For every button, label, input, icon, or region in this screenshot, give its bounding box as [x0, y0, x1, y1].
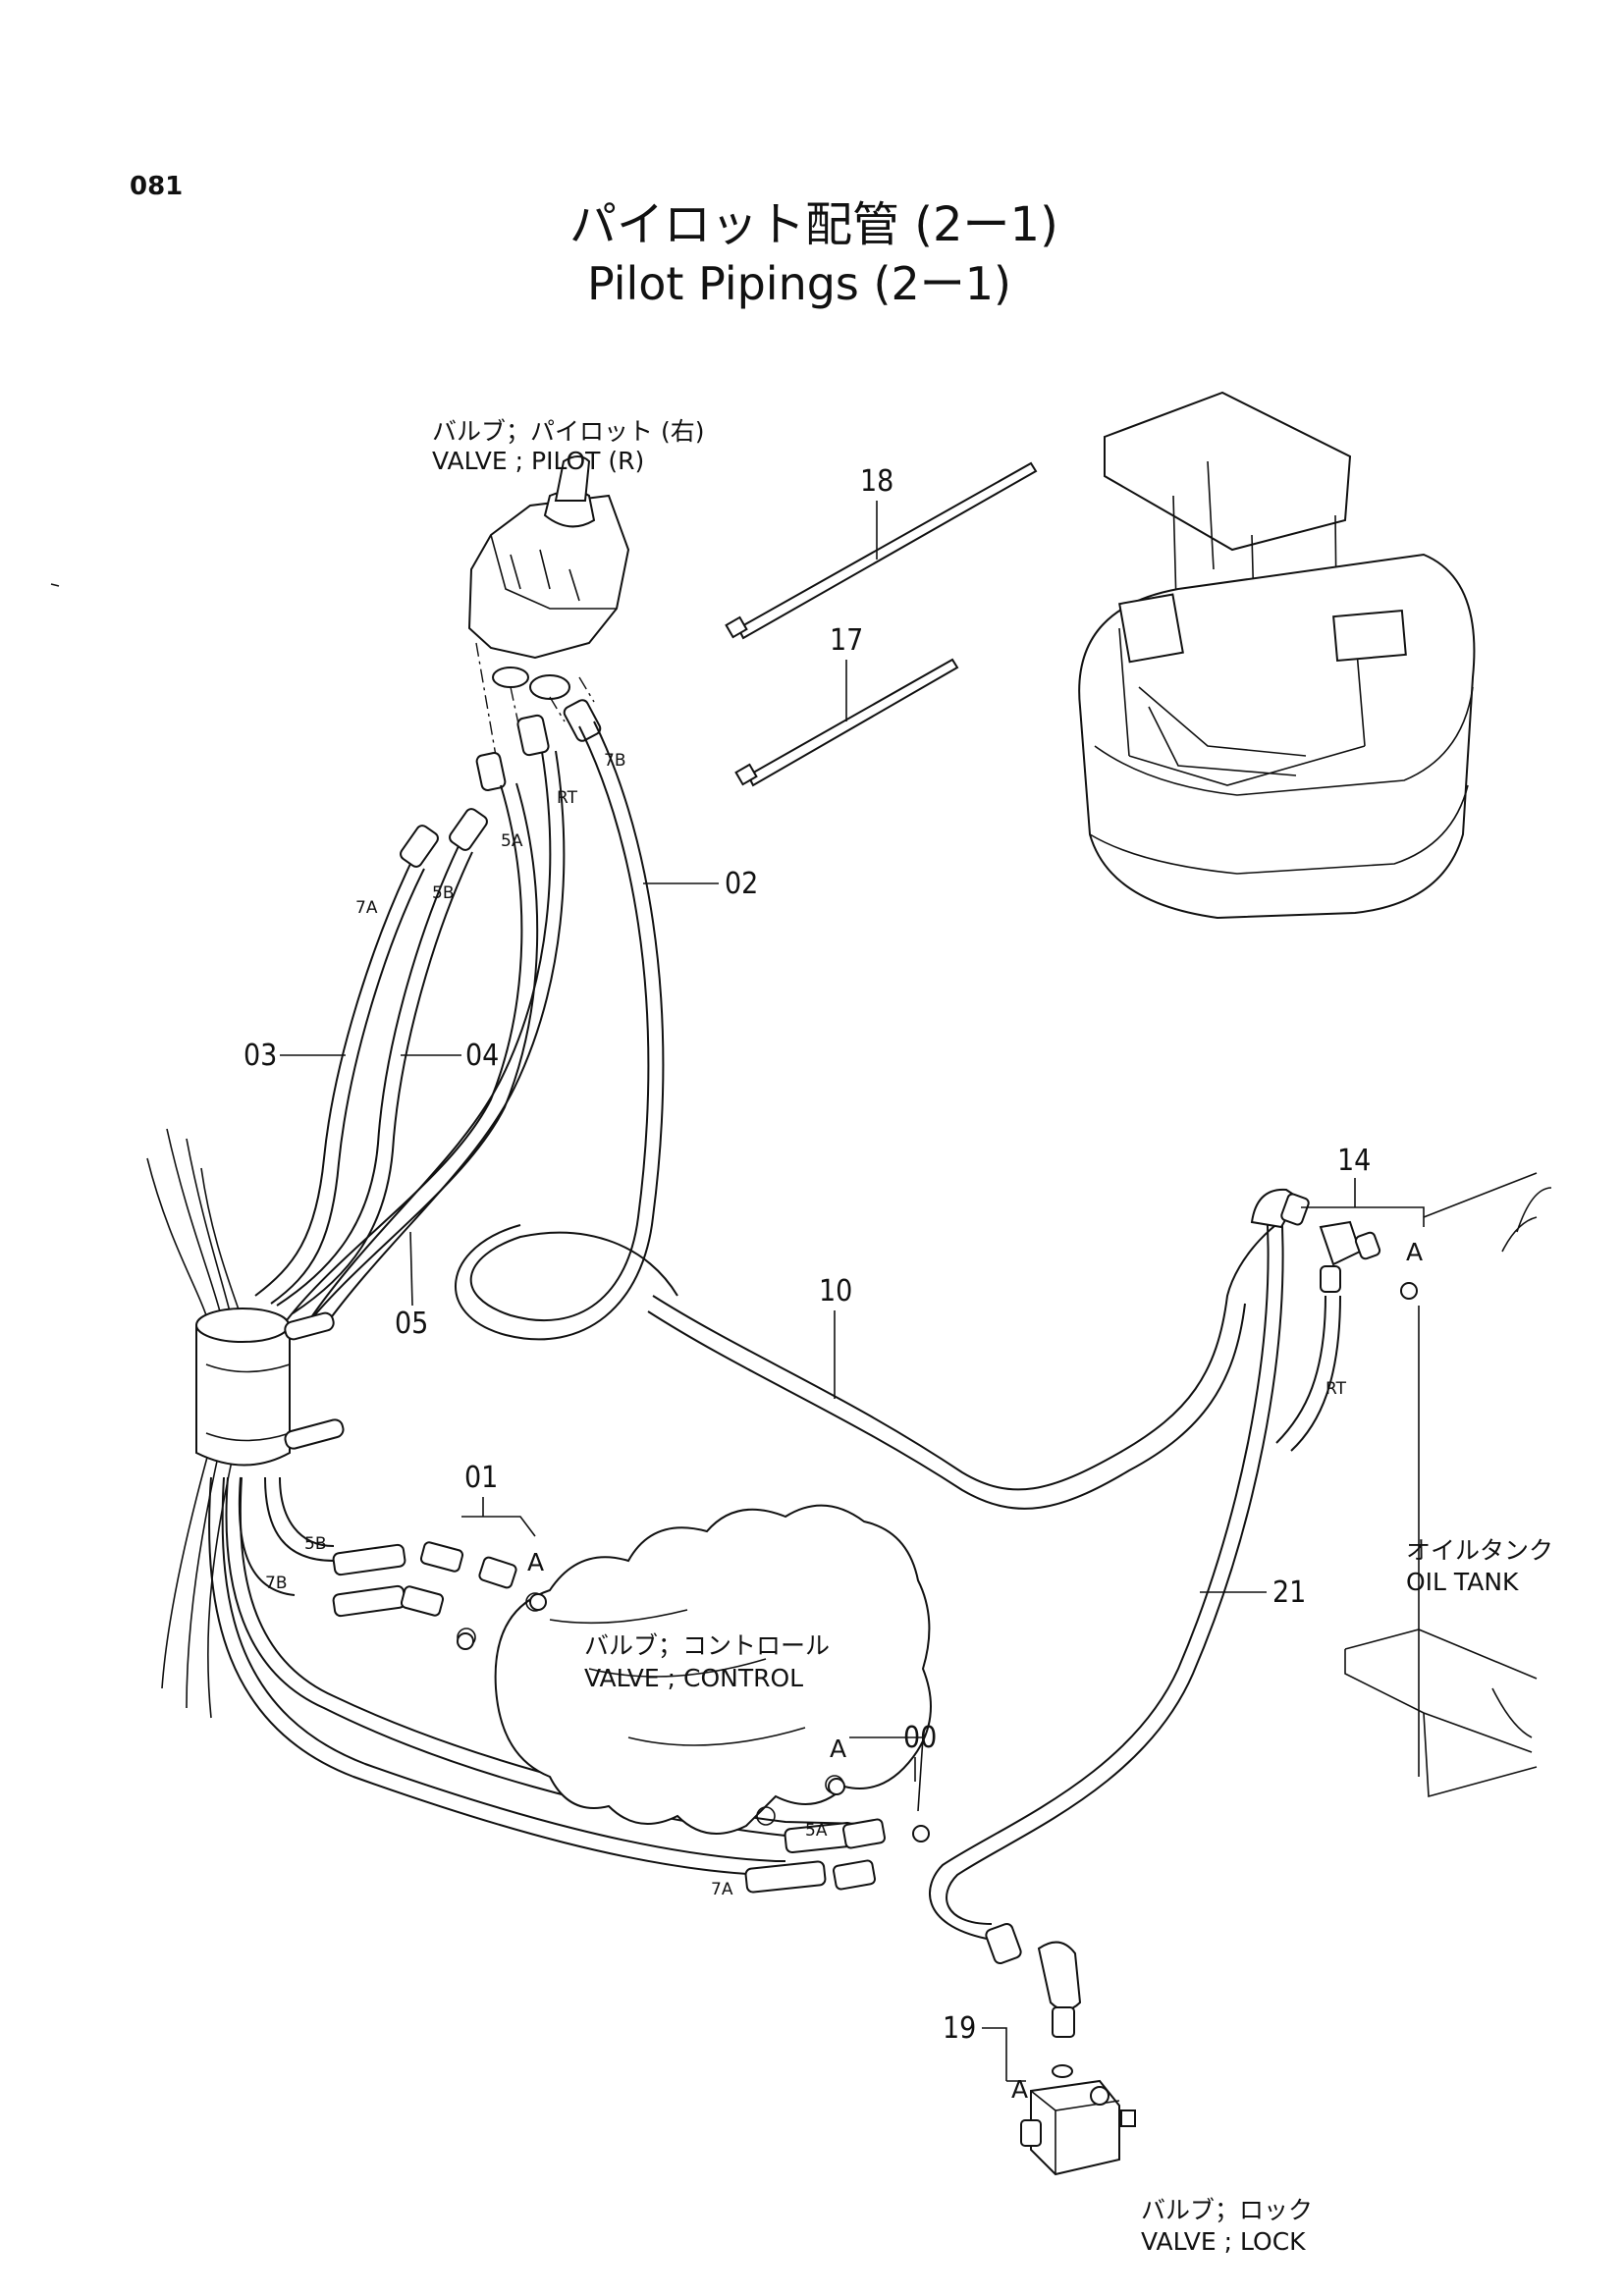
lock-valve-label-en: VALVE ; LOCK [1141, 2227, 1306, 2256]
oil-tank-label-en: OIL TANK [1406, 1568, 1519, 1596]
part-number-19: 19 [943, 2011, 976, 2046]
hose-03 [254, 863, 425, 1305]
label-5b-top: 5B [432, 883, 454, 903]
label-5b-bottom: 5B [304, 1534, 326, 1554]
fitting-01 [332, 1541, 547, 1650]
label-a-01: A [527, 1548, 544, 1576]
label-5a-bottom: 5A [805, 1821, 828, 1841]
control-valve-label-en: VALVE ; CONTROL [584, 1664, 803, 1692]
label-5a-top: 5A [501, 831, 523, 851]
label-rt-top: RT [557, 788, 578, 808]
part-number-04: 04 [465, 1039, 499, 1073]
hose-clamp [195, 1308, 345, 1467]
oil-tank-label-jp: オイルタンク [1406, 1536, 1553, 1565]
part-number-01: 01 [464, 1461, 498, 1495]
excavator-cab-overview [1078, 391, 1476, 920]
pilot-valve-right [467, 455, 630, 757]
label-7b-bottom: 7B [265, 1574, 287, 1593]
part-number-17: 17 [830, 623, 863, 658]
title-english: Pilot Pipings (2ー1) [587, 257, 1011, 310]
pilot-valve-fittings [400, 699, 602, 868]
part-number-03: 03 [243, 1039, 277, 1073]
label-7a-top: 7A [355, 898, 378, 918]
hose-02 [455, 721, 678, 1341]
part-number-10: 10 [819, 1274, 852, 1308]
hose-10 [647, 1206, 1307, 1510]
lock-valve-label-jp: バルブ；ロック [1141, 2196, 1313, 2224]
control-valve-label-jp: バルブ；コントロール [584, 1631, 830, 1660]
margin-mark [50, 583, 60, 587]
page-number: 081 [130, 172, 183, 201]
fitting-00 [744, 1778, 930, 1894]
title-japanese: パイロット配管 (2ー1) [569, 197, 1058, 252]
part-number-18: 18 [860, 464, 893, 499]
label-a-19: A [1011, 2075, 1028, 2104]
hose-21 [929, 1206, 1341, 1940]
hose-05 [286, 750, 566, 1331]
hose-04 [276, 845, 473, 1314]
cable-tie-17 [734, 658, 959, 787]
lock-valve [985, 1922, 1136, 2176]
leader-lines [280, 882, 1425, 2082]
label-7a-bottom: 7A [711, 1880, 733, 1899]
cable-tie-18 [725, 461, 1038, 640]
fitting-14 [1250, 1188, 1418, 1300]
pilot-valve-label-en: VALVE ; PILOT (R) [432, 447, 644, 475]
pilot-valve-label-jp: バルブ；パイロット (右) [432, 417, 704, 446]
oil-tank [1344, 1172, 1552, 1798]
part-number-21: 21 [1272, 1575, 1306, 1610]
label-rt-tank: RT [1325, 1379, 1347, 1399]
part-number-02: 02 [725, 867, 758, 901]
label-7b-top: 7B [604, 751, 625, 771]
part-number-05: 05 [395, 1307, 428, 1341]
part-number-00: 00 [903, 1721, 937, 1755]
label-a-tank: A [1406, 1238, 1423, 1266]
label-a-00: A [830, 1735, 846, 1763]
part-number-14: 14 [1337, 1144, 1371, 1178]
